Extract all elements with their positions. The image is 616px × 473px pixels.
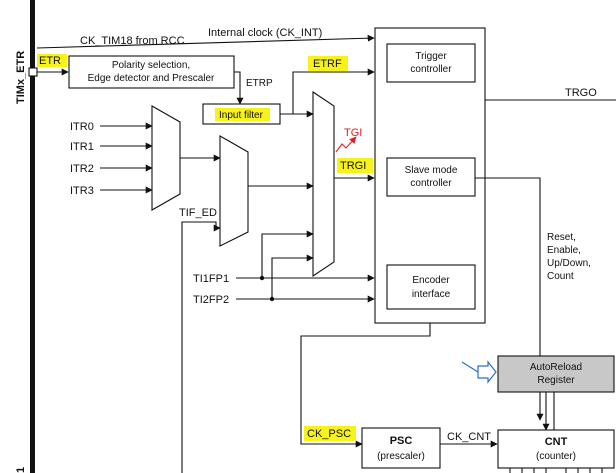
- etrp-wire: [234, 71, 244, 105]
- input-filter-highlight: [215, 108, 270, 121]
- etr-label: ETR: [39, 55, 61, 67]
- encoder-interface-box: [386, 264, 476, 310]
- count-label: Count: [547, 271, 574, 282]
- itr-multiplexer: [151, 105, 181, 211]
- cnt-title: CNT: [545, 436, 568, 448]
- timx-ch1-fragment: 1: [15, 467, 27, 473]
- ti2fp2-to-mux-wire: [271, 254, 314, 299]
- encoder-label-line1: Encoder: [412, 275, 450, 286]
- etr-pin: [28, 67, 38, 77]
- timx-etr-label: TIMx_ETR: [15, 51, 27, 104]
- hand-cursor-icon: [461, 360, 497, 384]
- psc-subtitle: (prescaler): [377, 451, 425, 462]
- tif-ed-wire: [181, 221, 221, 473]
- ti1fp1-to-mux-wire: [261, 230, 314, 278]
- ti1fp1-label: TI1FP1: [193, 273, 229, 285]
- polarity-label-line2: Edge detector and Prescaler: [88, 73, 215, 84]
- trgi-label: TRGI: [340, 160, 366, 172]
- etrp-label: ETRP: [246, 78, 273, 89]
- ck-cnt-label: CK_CNT: [447, 431, 491, 443]
- autoreload-label-line2: Register: [537, 375, 575, 386]
- tif-ed-label: TIF_ED: [179, 207, 217, 219]
- counter-output-bus: [509, 468, 603, 473]
- cnt-subtitle: (counter): [536, 451, 576, 462]
- trigger-label-line2: controller: [410, 64, 452, 75]
- updown-label: Up/Down,: [547, 258, 591, 269]
- trgo-label: TRGO: [565, 87, 597, 99]
- polarity-label-line1: Polarity selection,: [112, 60, 190, 71]
- etrf-highlight: [308, 56, 348, 71]
- internal-clock-wire: [36, 34, 375, 49]
- slave-label-line2: controller: [410, 178, 452, 189]
- trgi-highlight: [337, 158, 373, 173]
- ck-psc-label: CK_PSC: [307, 428, 351, 440]
- itr3-label: ITR3: [70, 185, 94, 197]
- autoreload-label-line1: AutoReload: [530, 362, 582, 373]
- ti2fp2-label: TI2FP2: [193, 294, 229, 306]
- autoreload-register-box: [497, 355, 615, 393]
- etr-bus-bar: [30, 0, 35, 473]
- psc-title: PSC: [390, 435, 413, 447]
- trigger-label-line1: Trigger: [415, 51, 447, 62]
- psc-box: [361, 427, 441, 469]
- polarity-selection-box: [68, 55, 235, 89]
- reset-label: Reset,: [547, 232, 576, 243]
- itr2-label: ITR2: [70, 163, 94, 175]
- ck-psc-highlight: [304, 426, 356, 441]
- ck-psc-wire: [300, 323, 431, 448]
- slave-mode-controller-box: [386, 157, 476, 197]
- slave-to-counter-wire: [475, 177, 544, 421]
- trigger-controller-box: [386, 43, 476, 83]
- internal-clock-label: Internal clock (CK_INT): [208, 27, 322, 39]
- slave-label-line1: Slave mode: [405, 165, 458, 176]
- etr-highlight: [37, 54, 67, 67]
- itr0-label: ITR0: [70, 121, 94, 133]
- etrf-label: ETRF: [313, 58, 342, 70]
- ti1fp1-junction: [259, 275, 265, 281]
- tgi-label: TGI: [344, 127, 362, 139]
- ti-multiplexer: [219, 135, 249, 247]
- enable-label: Enable,: [547, 245, 581, 256]
- ti2fp2-junction: [269, 296, 275, 302]
- cnt-box: [497, 429, 615, 469]
- input-filter-label: Input filter: [219, 110, 264, 121]
- tgi-arrow: [335, 136, 357, 153]
- encoder-label-line2: interface: [412, 289, 451, 300]
- itr1-label: ITR1: [70, 141, 94, 153]
- trgi-multiplexer: [312, 90, 335, 278]
